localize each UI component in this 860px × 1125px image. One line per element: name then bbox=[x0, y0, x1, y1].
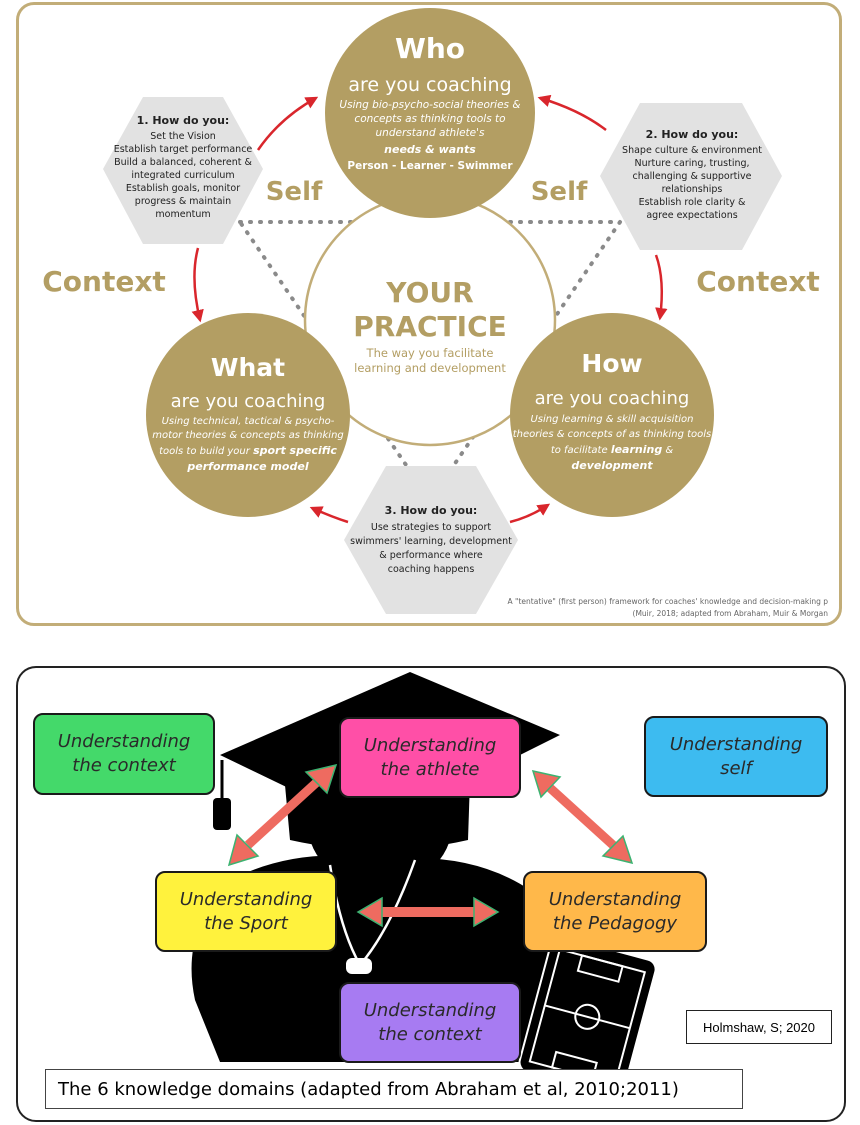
hex3-line-3: & performance where bbox=[379, 550, 483, 561]
hexagon-3 bbox=[344, 466, 518, 614]
self-label-right: Self bbox=[531, 177, 588, 207]
hex2-line-1: Shape culture & environment bbox=[622, 145, 762, 156]
how-line-3-end: & bbox=[662, 445, 673, 456]
how-subtitle: are you coaching bbox=[535, 388, 690, 409]
context-label-left: Context bbox=[42, 265, 166, 298]
domain-self-line1: Understanding bbox=[669, 733, 803, 755]
how-bold-line: development bbox=[571, 459, 653, 472]
hex2-line-3: challenging & supportive bbox=[633, 171, 752, 182]
hex2-title: 2. How do you: bbox=[646, 128, 739, 141]
arrow-hex3-to-what bbox=[309, 506, 349, 524]
who-line-3: understand athlete's bbox=[376, 127, 485, 139]
hex2-line-2: Nurture caring, trusting, bbox=[634, 158, 749, 169]
hex2-line-6: agree expectations bbox=[646, 210, 737, 221]
hexagon-1 bbox=[103, 97, 263, 244]
hex2-line-5: Establish role clarity & bbox=[639, 197, 746, 208]
arrow-athlete-pedagogy bbox=[531, 769, 634, 865]
arrow-hex1-to-who bbox=[256, 96, 319, 151]
who-title: Who bbox=[395, 32, 465, 65]
hex2-line-4: relationships bbox=[662, 184, 723, 195]
hex3-line-1: Use strategies to support bbox=[371, 522, 492, 533]
hex1-title: 1. How do you: bbox=[137, 114, 230, 127]
hex1-line-2: Establish target performance bbox=[114, 144, 253, 155]
what-line-3: tools to build your sport specific bbox=[159, 444, 337, 457]
arrow-hex3-to-how bbox=[509, 503, 551, 524]
how-line-3-plain: to facilitate bbox=[551, 445, 611, 456]
hex3-line-2: swimmers' learning, development bbox=[350, 536, 512, 547]
hex1-line-1: Set the Vision bbox=[150, 131, 216, 142]
hex3-title: 3. How do you: bbox=[385, 504, 478, 517]
domain-pedagogy: Understanding the Pedagogy bbox=[523, 871, 707, 952]
whistle bbox=[346, 958, 372, 974]
domain-self: Understanding self bbox=[644, 716, 828, 797]
what-line-3-bold: sport specific bbox=[253, 444, 337, 457]
arrow-hex1-to-what bbox=[191, 247, 204, 323]
what-line-3-plain: tools to build your bbox=[159, 446, 253, 457]
who-line-2: concepts as thinking tools to bbox=[354, 113, 505, 125]
what-circle bbox=[146, 313, 350, 517]
domain-pedagogy-line2: the Pedagogy bbox=[552, 912, 678, 934]
domain-athlete-line1: Understanding bbox=[363, 734, 497, 756]
domain-pedagogy-line1: Understanding bbox=[548, 888, 682, 910]
domain-context-bottom-line2: the context bbox=[378, 1023, 482, 1045]
arrow-sport-pedagogy bbox=[356, 896, 500, 928]
arrow-hex2-to-how bbox=[654, 254, 668, 321]
how-title: How bbox=[581, 349, 642, 378]
domain-context-top-line2: the context bbox=[72, 755, 176, 776]
domain-sport-line1: Understanding bbox=[179, 888, 313, 910]
how-circle bbox=[510, 313, 714, 517]
domain-self-line2: self bbox=[720, 757, 752, 779]
domain-athlete-line2: the athlete bbox=[380, 758, 480, 780]
hex1-line-3: Build a balanced, coherent & bbox=[114, 157, 252, 168]
who-bold-line-1: needs & wants bbox=[384, 143, 476, 156]
arrow-hex2-to-who bbox=[537, 94, 607, 131]
domain-context-bottom: Understanding the context bbox=[339, 982, 521, 1063]
what-title: What bbox=[211, 353, 285, 382]
hex1-line-7: momentum bbox=[155, 209, 210, 220]
what-subtitle: are you coaching bbox=[171, 391, 326, 412]
who-subtitle: are you coaching bbox=[348, 74, 511, 96]
how-line-3-bold: learning bbox=[611, 443, 663, 456]
practice-title-line1: YOUR bbox=[385, 276, 473, 309]
tassel bbox=[213, 798, 231, 830]
how-line-3: to facilitate learning & bbox=[551, 443, 674, 456]
domain-context-top: Understanding the context bbox=[33, 713, 215, 795]
domain-athlete: Understanding the athlete bbox=[339, 717, 521, 798]
how-line-2: theories & concepts of as thinking tools bbox=[513, 429, 712, 440]
practice-title-line2: PRACTICE bbox=[353, 310, 507, 343]
footnote-line-2: (Muir, 2018; adapted from Abraham, Muir … bbox=[633, 609, 829, 618]
who-line-1: Using bio-psycho-social theories & bbox=[339, 99, 520, 111]
how-line-1: Using learning & skill acquisition bbox=[530, 414, 693, 425]
who-bold-line-2: Person - Learner - Swimmer bbox=[347, 160, 513, 172]
self-label-left: Self bbox=[266, 177, 323, 207]
hex1-line-5: Establish goals, monitor bbox=[126, 183, 240, 194]
what-line-1: Using technical, tactical & psycho- bbox=[162, 416, 335, 427]
domain-context-top-line1: Understanding bbox=[57, 731, 191, 752]
practice-sub-line1: The way you facilitate bbox=[366, 346, 494, 360]
domain-sport: Understanding the Sport bbox=[155, 871, 337, 952]
what-bold-line: performance model bbox=[186, 460, 308, 473]
what-line-2: motor theories & concepts as thinking bbox=[152, 430, 344, 441]
hex3-line-4: coaching happens bbox=[388, 564, 475, 575]
credit-box: Holmshaw, S; 2020 bbox=[686, 1010, 832, 1044]
hex1-line-4: integrated curriculum bbox=[131, 170, 234, 181]
hexagon-2 bbox=[600, 103, 782, 250]
domain-context-bottom-line1: Understanding bbox=[363, 999, 497, 1021]
domain-sport-line2: the Sport bbox=[204, 912, 288, 934]
footnote-line-1: A "tentative" (first person) framework f… bbox=[508, 597, 829, 606]
context-label-right: Context bbox=[696, 265, 820, 298]
hex1-line-6: progress & maintain bbox=[135, 196, 231, 207]
who-circle bbox=[325, 8, 535, 218]
caption-box: The 6 knowledge domains (adapted from Ab… bbox=[45, 1069, 743, 1109]
practice-sub-line2: learning and development bbox=[354, 361, 506, 375]
arrow-athlete-sport bbox=[227, 763, 338, 867]
